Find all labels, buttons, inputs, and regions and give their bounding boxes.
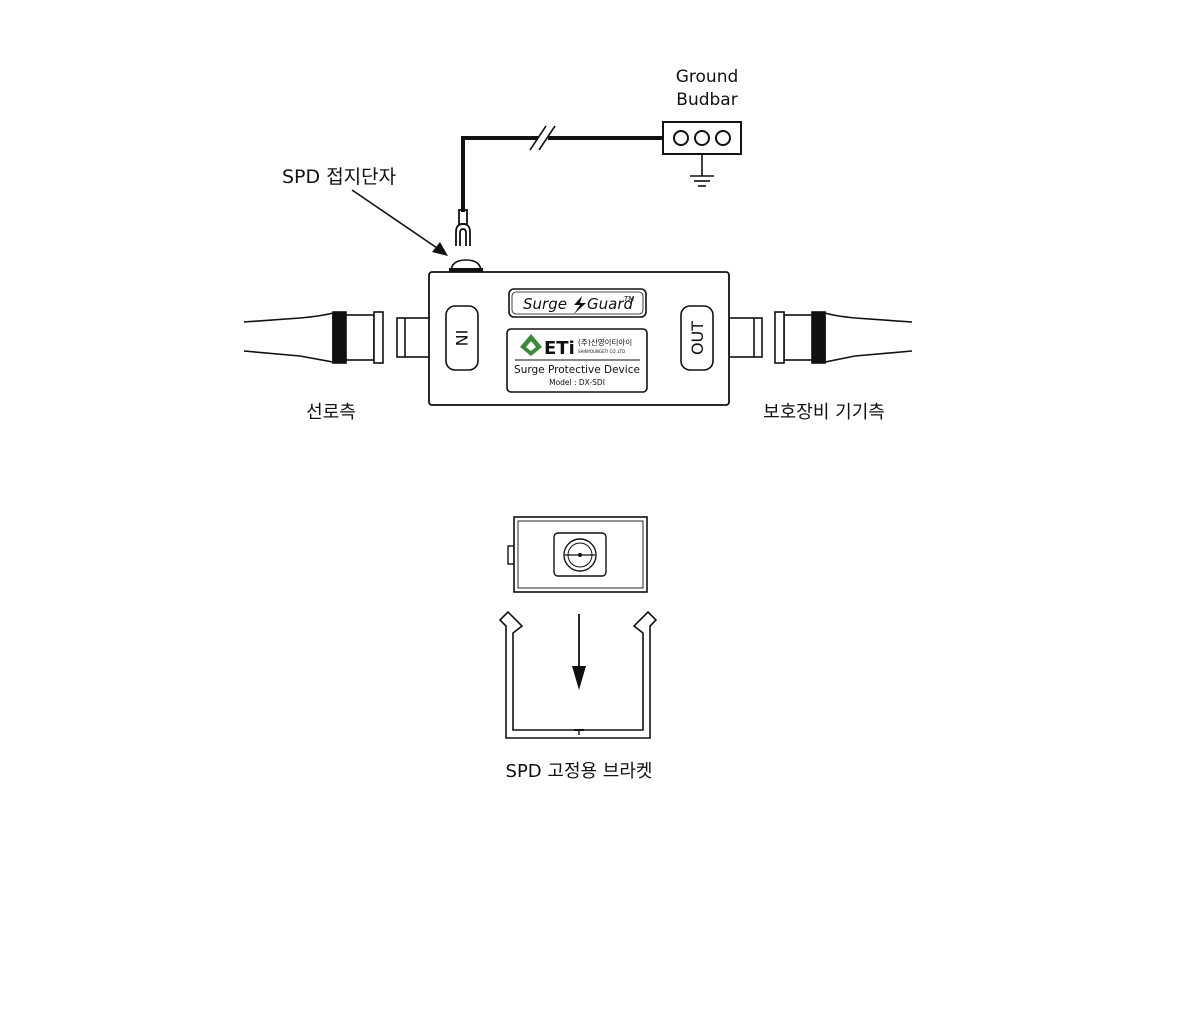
pointer-arrow (351, 189, 448, 256)
maker-logo: ETi (544, 338, 575, 359)
in-port-label-box (445, 305, 479, 371)
ground-busbar-label-line1: Ground (676, 67, 739, 87)
maker-korean-name: (주)신영이티아이 (578, 337, 632, 347)
brand-surge: Surge (523, 295, 567, 313)
brand-guard: Guard (587, 295, 633, 313)
mounting-bracket (498, 610, 658, 739)
out-port-label: OUT (688, 321, 707, 355)
ground-busbar (662, 121, 742, 155)
line-side-cable (243, 311, 431, 364)
spd-device: IN OUT Surge Guard TM ETi (주)신영이티아이 SHIN… (428, 259, 730, 406)
ring-lug-terminal (455, 209, 471, 246)
equipment-side-label: 보호장비 기기측 (763, 402, 885, 423)
in-port-label: IN (452, 330, 471, 347)
insert-direction-arrow (572, 614, 586, 690)
earth-ground-icon (690, 154, 714, 187)
ground-busbar-label-line2: Budbar (676, 90, 737, 110)
out-port-label-box (680, 305, 714, 371)
ground-wire (461, 136, 663, 212)
maker-english-name: SHINYOUNGETI CO.,LTD (578, 349, 625, 354)
bracket-label: SPD 고정용 브라켓 (506, 761, 653, 782)
wire-break-mark (529, 125, 556, 151)
brand-trademark: TM (624, 295, 634, 303)
lightning-icon (574, 296, 586, 314)
product-name: Surge Protective Device (514, 364, 640, 376)
model-number: Model : DX-SDI (549, 378, 605, 387)
spd-top-view (507, 516, 648, 593)
equipment-side-cable (728, 311, 913, 364)
eti-logo-icon (520, 334, 542, 356)
spd-terminal-label: SPD 접지단자 (282, 166, 396, 188)
line-side-label: 선로측 (306, 402, 356, 423)
